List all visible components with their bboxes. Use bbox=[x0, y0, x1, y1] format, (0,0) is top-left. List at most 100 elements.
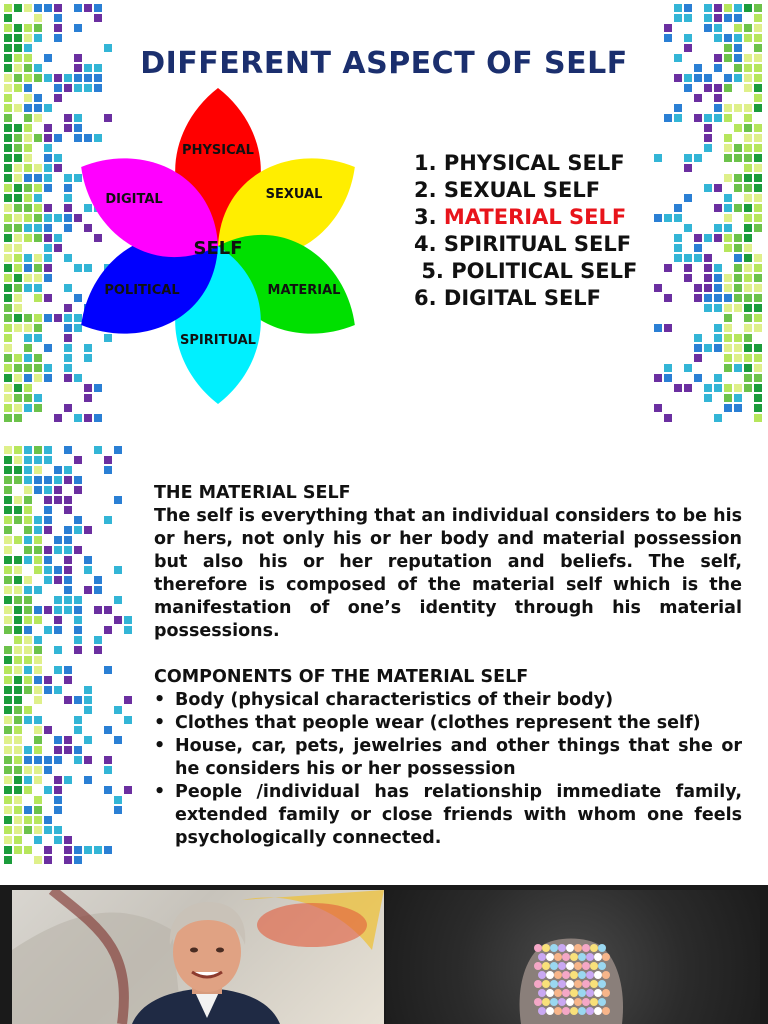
mosaic-tile bbox=[44, 766, 52, 774]
aspect-item-material-number: 3. bbox=[414, 205, 444, 229]
mosaic-tile bbox=[104, 334, 112, 342]
mosaic-tile bbox=[114, 706, 122, 714]
mosaic-tile bbox=[14, 184, 22, 192]
mosaic-tile bbox=[684, 224, 692, 232]
gem bbox=[574, 980, 582, 988]
mosaic-tile bbox=[14, 736, 22, 744]
list-item: Body (physical characteristics of their … bbox=[154, 689, 742, 712]
gem bbox=[558, 962, 566, 970]
gem bbox=[590, 998, 598, 1006]
mosaic-tile bbox=[714, 384, 722, 392]
mosaic-tile bbox=[724, 334, 732, 342]
mosaic-tile bbox=[64, 74, 72, 82]
mosaic-tile bbox=[94, 414, 102, 422]
mosaic-tile bbox=[84, 696, 92, 704]
mosaic-tile bbox=[34, 766, 42, 774]
mosaic-tile bbox=[734, 294, 742, 302]
gem bbox=[582, 944, 590, 952]
mosaic-tile bbox=[94, 84, 102, 92]
mosaic-tile bbox=[4, 244, 12, 252]
mosaic-tile bbox=[34, 806, 42, 814]
gem bbox=[594, 953, 602, 961]
mosaic-tile bbox=[24, 676, 32, 684]
mosaic-tile bbox=[94, 64, 102, 72]
mosaic-tile bbox=[84, 224, 92, 232]
mosaic-tile bbox=[14, 324, 22, 332]
mosaic-tile bbox=[14, 104, 22, 112]
mosaic-tile bbox=[744, 244, 752, 252]
mosaic-tile bbox=[34, 324, 42, 332]
mosaic-tile bbox=[744, 64, 752, 72]
mosaic-tile bbox=[24, 164, 32, 172]
mosaic-tile bbox=[724, 364, 732, 372]
mosaic-tile bbox=[34, 536, 42, 544]
mosaic-tile bbox=[4, 696, 12, 704]
mosaic-tile bbox=[24, 846, 32, 854]
mosaic-tile bbox=[4, 184, 12, 192]
mosaic-tile bbox=[14, 204, 22, 212]
mosaic-tile bbox=[54, 134, 62, 142]
mosaic-tile bbox=[34, 354, 42, 362]
gem bbox=[570, 953, 578, 961]
gem bbox=[534, 944, 542, 952]
mosaic-tile bbox=[714, 204, 722, 212]
mosaic-tile bbox=[84, 4, 92, 12]
mosaic-tile bbox=[64, 184, 72, 192]
mosaic-tile bbox=[4, 364, 12, 372]
mosaic-tile bbox=[4, 566, 12, 574]
mosaic-tile bbox=[44, 314, 52, 322]
mosaic-tile bbox=[84, 204, 92, 212]
mosaic-tile bbox=[744, 314, 752, 322]
mosaic-tile bbox=[64, 304, 72, 312]
mosaic-tile bbox=[4, 314, 12, 322]
gem bbox=[538, 989, 546, 997]
mosaic-tile bbox=[34, 616, 42, 624]
mosaic-tile bbox=[34, 294, 42, 302]
mosaic-tile bbox=[704, 74, 712, 82]
mosaic-tile bbox=[34, 14, 42, 22]
components-list: Body (physical characteristics of their … bbox=[154, 689, 742, 850]
mosaic-tile bbox=[4, 816, 12, 824]
mosaic-tile bbox=[24, 384, 32, 392]
mosaic-tile bbox=[74, 516, 82, 524]
mosaic-tile bbox=[684, 154, 692, 162]
mosaic-tile bbox=[754, 204, 762, 212]
gem bbox=[566, 998, 574, 1006]
mosaic-tile bbox=[734, 154, 742, 162]
mosaic-tile bbox=[754, 4, 762, 12]
mosaic-tile bbox=[114, 596, 122, 604]
mosaic-tile bbox=[724, 274, 732, 282]
mosaic-tile bbox=[14, 64, 22, 72]
mosaic-tile bbox=[34, 446, 42, 454]
mosaic-tile bbox=[744, 4, 752, 12]
mosaic-tile bbox=[84, 344, 92, 352]
mosaic-tile bbox=[744, 374, 752, 382]
mosaic-tile bbox=[94, 446, 102, 454]
mosaic-tile bbox=[24, 806, 32, 814]
mosaic-tile bbox=[24, 254, 32, 262]
mosaic-tile bbox=[74, 64, 82, 72]
mosaic-tile bbox=[64, 496, 72, 504]
mosaic-tile bbox=[24, 526, 32, 534]
mosaic-tile bbox=[24, 374, 32, 382]
mosaic-tile bbox=[34, 526, 42, 534]
mosaic-tile bbox=[734, 394, 742, 402]
gem bbox=[534, 998, 542, 1006]
mosaic-tile bbox=[24, 786, 32, 794]
mosaic-tile bbox=[64, 586, 72, 594]
mosaic-tile bbox=[14, 716, 22, 724]
mosaic-tile bbox=[54, 84, 62, 92]
petal-label-sexual: SEXUAL bbox=[266, 187, 323, 202]
mosaic-tile bbox=[4, 114, 12, 122]
mosaic-tile bbox=[14, 746, 22, 754]
mosaic-tile bbox=[84, 74, 92, 82]
mosaic-tile bbox=[4, 174, 12, 182]
mosaic-tile bbox=[124, 626, 132, 634]
mosaic-tile bbox=[714, 114, 722, 122]
mosaic-tile bbox=[24, 44, 32, 52]
mosaic-tile bbox=[4, 456, 12, 464]
mosaic-tile bbox=[44, 496, 52, 504]
mosaic-tile bbox=[24, 134, 32, 142]
mosaic-tile bbox=[714, 334, 722, 342]
mosaic-tile bbox=[4, 374, 12, 382]
